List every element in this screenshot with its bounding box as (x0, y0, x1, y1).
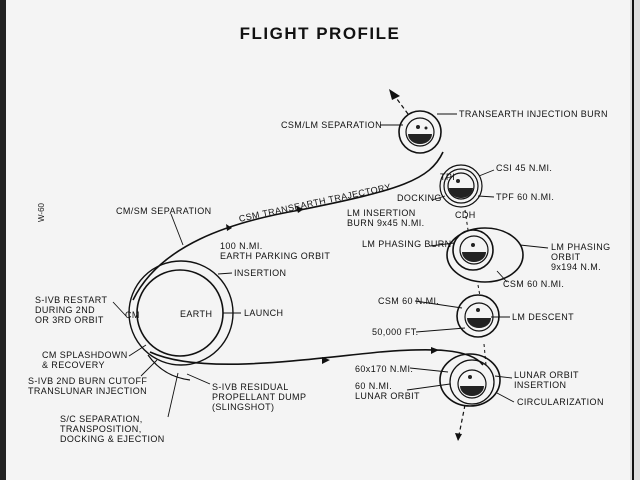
departure-arrow (389, 89, 400, 100)
label-lunar-orbit-60: 60 N.MI. LUNAR ORBIT (355, 381, 420, 401)
label-csm60-phasing: CSM 60 N.MI. (503, 279, 565, 289)
label-circularization: CIRCULARIZATION (517, 397, 604, 407)
label-lm-insertion: LM INSERTION BURN 9x45 N.MI. (347, 208, 425, 228)
right-frame-edge (630, 0, 640, 480)
label-cmsm-separation: CM/SM SEPARATION (116, 206, 212, 216)
sivb-slingshot-path (147, 354, 191, 381)
moon-rendezvous (447, 172, 475, 200)
label-earth: EARTH (180, 309, 213, 319)
lunar-orbit-60x170 (439, 353, 501, 407)
label-transearth-injection: TRANSEARTH INJECTION BURN (459, 109, 608, 119)
label-cm-splashdown: CM SPLASHDOWN & RECOVERY (42, 350, 128, 370)
label-lm-phasing-orbit: LM PHASING ORBIT 9x194 N.M. (551, 242, 611, 272)
side-code: W-60 (37, 203, 46, 222)
label-50000-ft: 50,000 FT. (372, 327, 419, 337)
moon-surface-texture (408, 125, 491, 396)
label-insertion: INSERTION (234, 268, 287, 278)
label-lm-descent: LM DESCENT (512, 312, 575, 322)
label-csi: CSI 45 N.MI. (496, 163, 553, 173)
csm-orbit-descent (456, 294, 500, 338)
label-tpf: TPF 60 N.MI. (496, 192, 555, 202)
label-csm60-descent: CSM 60 N.MI. (378, 296, 440, 306)
label-cm: CM (125, 310, 140, 320)
lunar-orbit-60 (449, 359, 495, 405)
label-launch: LAUNCH (244, 308, 284, 318)
label-docking: DOCKING (397, 193, 442, 203)
label-csm-lm-separation: CSM/LM SEPARATION (281, 120, 382, 130)
label-60x170: 60x170 N.MI. (355, 364, 414, 374)
label-cdh: CDH (455, 210, 476, 220)
label-tpi: TPI (440, 172, 456, 182)
lm-phasing-orbit (446, 227, 524, 283)
left-frame-edge (0, 0, 6, 480)
label-sivb-cutoff: S-IVB 2ND BURN CUTOFF TRANSLUNAR INJECTI… (28, 376, 148, 396)
label-sivb-restart: S-IVB RESTART DURING 2ND OR 3RD ORBIT (35, 295, 108, 325)
label-lm-phasing-burn: LM PHASING BURN (362, 239, 452, 249)
label-parking-orbit: 100 N.MI. EARTH PARKING ORBIT (220, 241, 331, 261)
moon-lm-phasing (459, 235, 489, 265)
label-sivb-residual: S-IVB RESIDUAL PROPELLANT DUMP (SLINGSHO… (212, 382, 307, 412)
page-title: FLIGHT PROFILE (239, 24, 401, 43)
moon-loi (457, 369, 487, 399)
translunar-trajectory-path (149, 349, 484, 366)
label-lunar-orbit-insertion: LUNAR ORBIT INSERTION (514, 370, 579, 390)
moon-tei (405, 117, 435, 147)
label-sc-separation: S/C SEPARATION, TRANSPOSITION, DOCKING &… (60, 414, 165, 444)
csm-orbit-tei (398, 110, 442, 154)
